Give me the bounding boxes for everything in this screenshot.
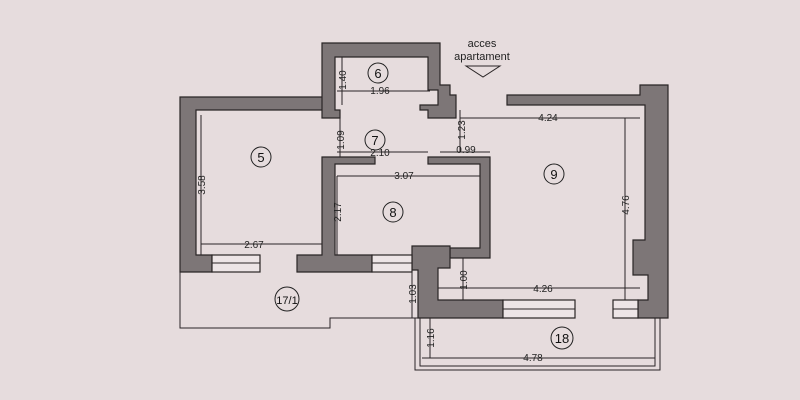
dimension-labels: 1.40 1.96 1.09 1.23 4.24 2.10 0.99 3.58 … <box>197 70 632 364</box>
svg-text:1.00: 1.00 <box>459 270 470 290</box>
windows <box>211 254 639 319</box>
svg-text:4.26: 4.26 <box>533 284 553 295</box>
access-label-2: apartament <box>454 51 510 63</box>
svg-text:1.96: 1.96 <box>370 86 390 97</box>
svg-text:2.10: 2.10 <box>370 148 390 159</box>
svg-text:1.16: 1.16 <box>426 328 437 348</box>
room-7-label: 7 <box>371 133 378 148</box>
svg-text:2.67: 2.67 <box>244 240 264 251</box>
svg-text:0.99: 0.99 <box>456 145 476 156</box>
room-9-label: 9 <box>550 167 557 182</box>
dimension-lines <box>200 57 655 359</box>
svg-text:4.24: 4.24 <box>538 113 558 124</box>
room-6-label: 6 <box>374 66 381 81</box>
room-17-1-label: 17/1 <box>276 295 297 307</box>
room-8-label: 8 <box>389 205 396 220</box>
balcony-18-outline <box>414 318 661 371</box>
svg-text:2.17: 2.17 <box>333 202 344 222</box>
svg-text:1.40: 1.40 <box>338 70 349 90</box>
svg-text:4.76: 4.76 <box>621 195 632 215</box>
room-5-label: 5 <box>257 150 264 165</box>
svg-text:1.03: 1.03 <box>408 284 419 304</box>
svg-text:1.09: 1.09 <box>336 130 347 150</box>
room-labels: 5 6 7 8 9 17/1 18 <box>250 62 574 350</box>
balcony-17-outline <box>179 272 418 329</box>
access-label: acces <box>468 38 497 50</box>
walls <box>179 42 669 319</box>
svg-text:3.58: 3.58 <box>197 175 208 195</box>
room-18-label: 18 <box>555 331 569 346</box>
svg-text:4.78: 4.78 <box>523 353 543 364</box>
svg-text:1.23: 1.23 <box>457 120 468 140</box>
access-arrow-icon <box>464 65 502 78</box>
svg-text:3.07: 3.07 <box>394 171 414 182</box>
